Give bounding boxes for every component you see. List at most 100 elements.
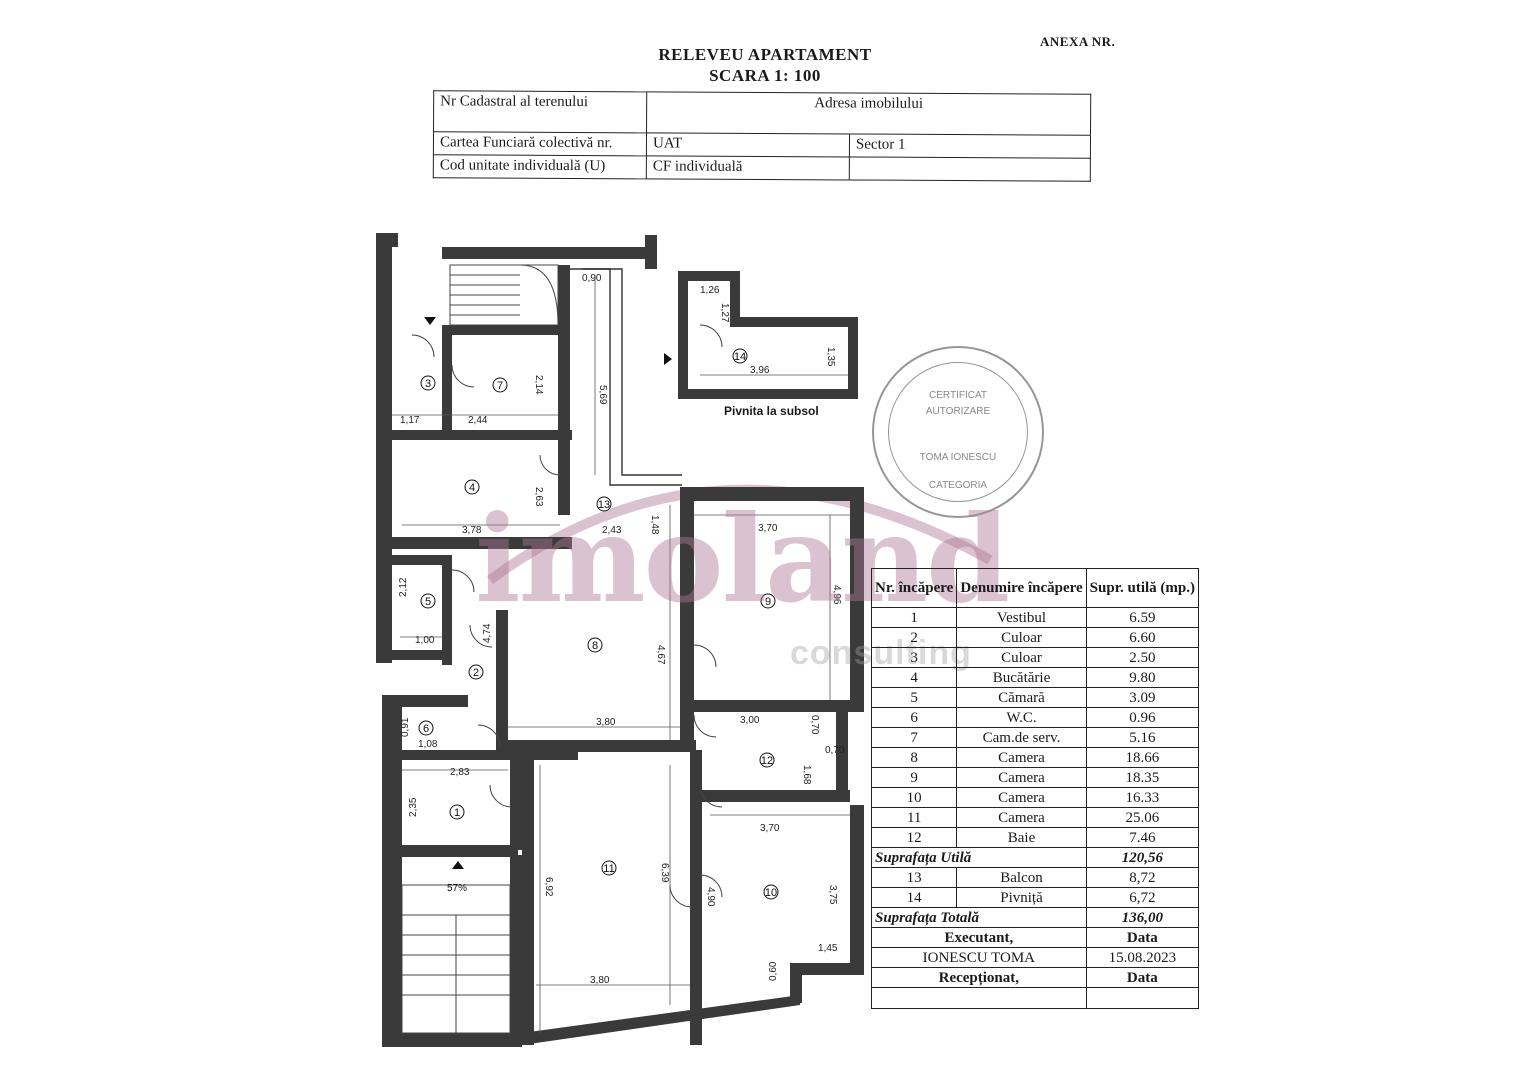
room-nr: 5: [870, 687, 958, 708]
room-number: 8: [592, 640, 598, 652]
cellar-caption: Pivnita la subsol: [724, 404, 819, 418]
wall-room10-right: [850, 805, 864, 975]
empty-cell: [849, 156, 1091, 182]
room-area: 6.60: [1085, 627, 1199, 648]
wall-room12-bottom: [700, 790, 850, 802]
room-name: Camera: [956, 747, 1087, 768]
room-nr: 3: [870, 647, 958, 668]
dim-label: 1,48: [649, 515, 660, 535]
executant-label: Executant,: [871, 927, 1087, 948]
wall-room5-top: [392, 555, 452, 565]
title-line-2: SCARA 1: 100: [709, 66, 821, 85]
useful-area-value: 120,56: [1085, 847, 1199, 868]
room-area: 2.50: [1085, 647, 1199, 668]
unit-code-label: Cod unitate individuală (U): [433, 154, 647, 179]
room-nr: 10: [870, 787, 958, 808]
table-row: 4 Bucătărie 9.80: [870, 667, 1199, 688]
dim-label: 0,70: [809, 715, 820, 735]
dim-label: 1,00: [415, 635, 435, 646]
dim-label: 2,83: [450, 767, 470, 778]
room-area: 18.66: [1085, 747, 1199, 768]
door-arc: [477, 724, 501, 748]
info-table: Nr Cadastral al terenului Adresa imobilu…: [433, 90, 1091, 182]
staircase-bottom: [401, 884, 511, 1034]
room-area: 0.96: [1085, 707, 1199, 728]
cf-collective-label: Cartea Funciară colectivă nr.: [433, 131, 647, 156]
room-name: Culoar: [956, 647, 1087, 668]
stamp-line-3: TOMA IONESCU: [919, 452, 997, 463]
balcony-line-2: [582, 268, 682, 476]
room-name: Baie: [956, 827, 1087, 848]
wall-room5-bottom: [392, 650, 452, 660]
arrow-right-icon: [664, 353, 672, 365]
dim-label: 2,63: [533, 487, 544, 507]
room-area: 6,72: [1085, 887, 1199, 908]
dim-label: 4,96: [831, 585, 842, 605]
door-arc: [699, 784, 723, 808]
wall-top-left: [376, 233, 398, 247]
wall-top-mid: [442, 247, 657, 259]
wall-top-right: [645, 235, 657, 269]
receptionat-name: [871, 987, 1087, 1009]
date-label-2: Data: [1085, 967, 1199, 988]
room-marker-circle: [732, 348, 748, 364]
room-nr: 14: [870, 887, 958, 908]
room-nr: 12: [870, 827, 958, 848]
room-name: W.C.: [956, 707, 1087, 728]
room-name: Balcon: [956, 867, 1087, 888]
dim-label: 3,70: [760, 823, 780, 834]
useful-area-row: Suprafața Utilă 120,56: [871, 847, 1199, 868]
wall-room10-step: [790, 963, 802, 1003]
arrow-up-icon: [452, 861, 464, 869]
room-number: 12: [761, 755, 773, 767]
wall-room6-top: [388, 695, 468, 707]
table-row: 12 Baie 7.46: [870, 827, 1199, 848]
walls: [376, 233, 864, 1047]
dim-label: 0,91: [400, 717, 411, 737]
table-row: 13 Balcon 8,72: [870, 867, 1199, 888]
wall-room7-left: [442, 325, 452, 435]
room-marker-circle: [449, 804, 465, 820]
wall-left-upper: [376, 233, 392, 663]
room-name: Camera: [956, 807, 1087, 828]
staircase-top: [449, 264, 559, 326]
total-area-row: Suprafața Totală 136,00: [871, 907, 1199, 928]
cellar-wall-bottom: [678, 389, 858, 399]
dim-label: 0,90: [582, 273, 602, 284]
door-arc: [469, 624, 493, 648]
room-marker-circle: [464, 479, 480, 495]
wall-room11-left: [522, 750, 534, 1045]
table-row: 7 Cam.de serv. 5.16: [870, 727, 1199, 748]
wall-room4-bottom: [392, 537, 572, 549]
cadastral-label: Nr Cadastral al terenului: [433, 90, 647, 133]
room-table: Nr. încăpere Denumire încăpere Supr. uti…: [870, 568, 1199, 1009]
room-marker-circle: [760, 593, 776, 609]
annex-label: ANEXA NR.: [1040, 34, 1116, 49]
stair-percent: 57%: [447, 883, 467, 894]
receptionat-header-row: Recepționat, Data: [871, 967, 1199, 988]
dim-label: 4,67: [655, 645, 666, 665]
stair-curve: [519, 264, 559, 326]
room-marker-circle: [418, 720, 434, 736]
executant-row: IONESCU TOMA 15.08.2023: [871, 947, 1199, 968]
door-arc: [693, 714, 717, 738]
title-line-1: RELEVEU APARTAMENT: [658, 45, 872, 64]
dim-label: 3,80: [596, 717, 616, 728]
dim-label: 2,14: [533, 375, 544, 395]
dim-label: 2,35: [408, 797, 419, 817]
table-row: 6 W.C. 0.96: [870, 707, 1199, 728]
room-area: 6.59: [1085, 607, 1199, 628]
dim-label: 1,26: [700, 285, 720, 296]
room-marker-circle: [468, 664, 484, 680]
room-nr: 9: [870, 767, 958, 788]
room-nr: 13: [870, 867, 958, 888]
wall-room10-bottom: [790, 963, 864, 975]
room-marker-circle: [601, 860, 617, 876]
address-label: Adresa imobilului: [646, 91, 1091, 136]
room-number: 6: [423, 723, 429, 735]
room-area: 5.16: [1085, 727, 1199, 748]
wall-room5-right: [442, 555, 452, 665]
room-name: Camera: [956, 787, 1087, 808]
room-nr: 1: [870, 607, 958, 628]
